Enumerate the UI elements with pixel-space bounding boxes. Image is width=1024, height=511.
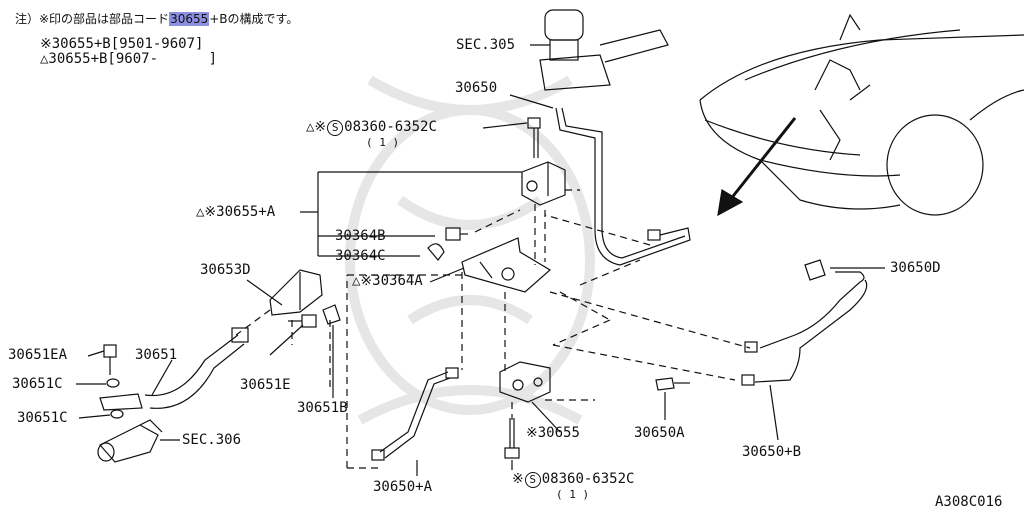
screw-symbol-icon: S xyxy=(524,472,541,488)
label-30364C: 30364C xyxy=(335,248,386,264)
note-line-2: ※30655+B[9501-9607] xyxy=(40,36,204,52)
label-30651C-lower: 30651C xyxy=(17,410,68,426)
bolt-bottom xyxy=(504,418,520,459)
washer-30651C-upper xyxy=(106,378,120,388)
label-30650-plus-B: 30650+B xyxy=(742,444,802,460)
dashed-guide-lines xyxy=(235,189,751,469)
label-30653D: 30653D xyxy=(200,262,251,278)
watermark-emblem xyxy=(345,75,595,425)
label-30364B: 30364B xyxy=(335,228,386,244)
bolt-top-code: 08360-6352C xyxy=(344,119,437,135)
bolt-top-prefix: △※ xyxy=(306,119,327,135)
hose-30651 xyxy=(144,327,249,409)
label-30655-plus-A: △※30655+A xyxy=(196,204,276,220)
note-prefix: 注）※印の部品は部品コード xyxy=(15,12,170,26)
label-30655: ※30655 xyxy=(526,425,580,441)
fitting-30364B xyxy=(445,227,468,241)
note-suffix: +Bの構成です。 xyxy=(209,12,299,26)
label-30650: 30650 xyxy=(455,80,498,96)
car-outline-illustration xyxy=(699,13,1024,216)
clip-30651B xyxy=(322,304,341,325)
label-sec305: SEC.305 xyxy=(456,37,516,53)
clip-30364C xyxy=(427,243,445,261)
location-arrow xyxy=(717,117,797,217)
bolt-30651E xyxy=(288,314,317,328)
figure-id: A308C016 xyxy=(935,494,1003,510)
bolt-bottom-code: 08360-6352C xyxy=(541,471,635,487)
label-bolt-bottom-qty: ( 1 ) xyxy=(556,488,590,501)
label-30651B: 30651B xyxy=(297,400,348,416)
bolt-top xyxy=(527,117,541,158)
note-highlighted-code: 30655 xyxy=(169,12,210,26)
label-30650-plus-A: 30650+A xyxy=(373,479,433,495)
pipe-30650-plus-B xyxy=(741,259,868,386)
bracket-30653D xyxy=(269,269,323,316)
label-bolt-top-qty: ( 1 ) xyxy=(366,136,400,149)
junction-block-bottom xyxy=(499,361,551,403)
label-30651C-upper: 30651C xyxy=(12,376,63,392)
label-30651EA: 30651EA xyxy=(8,347,68,363)
hose-fitting xyxy=(99,393,143,411)
note-line-3: △30655+B[9607- ] xyxy=(40,51,218,67)
label-30650D: 30650D xyxy=(890,260,941,276)
label-30651: 30651 xyxy=(135,347,178,363)
screw-symbol-icon: S xyxy=(327,120,344,136)
pipe-30650 xyxy=(555,107,691,266)
junction-block-top xyxy=(521,161,566,206)
label-30651E: 30651E xyxy=(240,377,291,393)
banjo-bolt-30651EA xyxy=(103,344,117,375)
label-30650A: 30650A xyxy=(634,425,685,441)
note-line-1: 注）※印の部品は部品コード30655+Bの構成です。 xyxy=(15,12,298,27)
label-sec306: SEC.306 xyxy=(182,432,242,448)
pipe-30650-plus-A xyxy=(371,367,459,461)
bolt-bottom-prefix: ※ xyxy=(512,471,524,487)
label-30364A: △※30364A xyxy=(352,273,423,289)
bracket-30364A xyxy=(461,237,552,293)
washer-30651C-lower xyxy=(110,409,124,419)
master-cylinder-sec305 xyxy=(530,9,669,91)
slave-cylinder-sec306 xyxy=(97,419,163,463)
bolt-30650A xyxy=(655,377,690,391)
